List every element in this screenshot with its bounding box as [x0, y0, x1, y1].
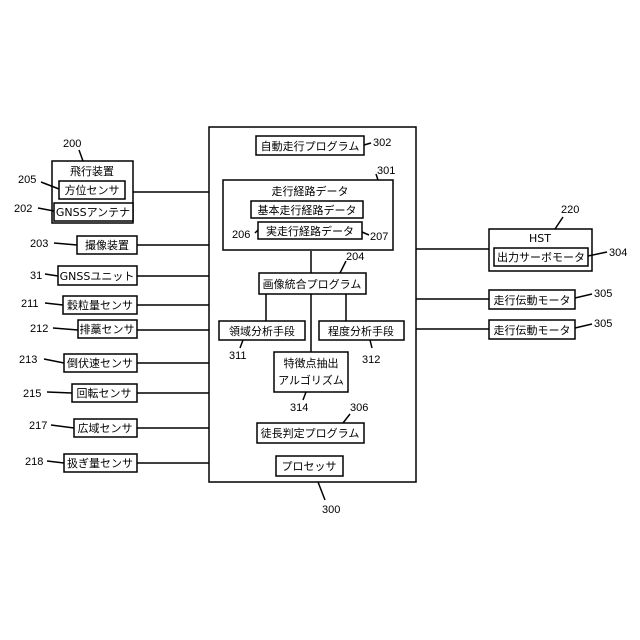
leader-215 — [47, 392, 72, 393]
ref-202: 202 — [14, 203, 32, 215]
ref-215: 215 — [23, 388, 41, 400]
overgrowth-judgment-label: 徒長判定プログラム — [261, 426, 360, 440]
leader-212 — [53, 328, 78, 330]
direction-sensor-label: 方位センサ — [65, 183, 120, 197]
ref-311: 311 — [229, 350, 247, 362]
leader-213 — [44, 359, 64, 363]
rotation-sensor-label: 回転センサ — [77, 387, 132, 400]
ref-305-a: 305 — [594, 288, 612, 300]
image-integration-label: 画像統合プログラム — [263, 277, 362, 291]
ref-206: 206 — [232, 229, 250, 241]
ref-220: 220 — [561, 204, 579, 216]
ref-305-b: 305 — [594, 318, 612, 330]
leader-220 — [555, 217, 563, 229]
ref-207: 207 — [370, 231, 388, 243]
gnss-antenna-label: GNSSアンテナ — [56, 206, 130, 219]
ref-212: 212 — [30, 323, 48, 335]
travel-motor-2-label: 走行伝動モータ — [494, 323, 571, 337]
ref-211: 211 — [21, 298, 39, 310]
leader-200 — [79, 150, 83, 161]
ref-203: 203 — [30, 238, 48, 250]
stalk-sensor-label: 排藁センサ — [80, 322, 135, 336]
leader-203 — [54, 243, 77, 245]
ref-304: 304 — [609, 247, 627, 259]
leader-305-a — [575, 294, 592, 298]
ref-205: 205 — [18, 174, 36, 186]
leader-305-b — [575, 324, 592, 328]
processor-label: プロセッサ — [282, 460, 337, 473]
imaging-device-label: 撮像装置 — [85, 238, 129, 252]
grain-sensor-label: 穀粒量センサ — [67, 298, 133, 312]
pull-amount-sensor-label: 扱ぎ量センサ — [67, 456, 133, 470]
leader-218 — [47, 461, 64, 463]
ref-200: 200 — [63, 138, 81, 150]
ref-204: 204 — [346, 251, 364, 263]
ref-300: 300 — [322, 504, 340, 516]
flight-device-label: 飛行装置 — [70, 165, 114, 178]
leader-31 — [45, 274, 58, 276]
feature-extraction-line2: アルゴリズム — [278, 373, 344, 387]
feature-extraction-line1: 特徴点抽出 — [284, 356, 339, 370]
basic-route-label: 基本走行経路データ — [258, 203, 357, 217]
degree-analysis-label: 程度分析手段 — [328, 324, 394, 338]
leader-300 — [318, 482, 325, 500]
ref-301: 301 — [377, 165, 395, 177]
ref-31: 31 — [30, 270, 42, 282]
lodging-speed-sensor-label: 倒伏速センサ — [67, 356, 133, 370]
ref-306: 306 — [350, 402, 368, 414]
hst-label: HST — [529, 232, 551, 245]
travel-motor-1-label: 走行伝動モータ — [494, 293, 571, 307]
servo-motor-label: 出力サーボモータ — [497, 250, 585, 264]
wide-area-sensor-label: 広域センサ — [78, 422, 133, 435]
ref-302: 302 — [373, 137, 391, 149]
route-data-label: 走行経路データ — [272, 184, 349, 198]
ref-213: 213 — [19, 354, 37, 366]
auto-travel-program-label: 自動走行プログラム — [261, 139, 360, 153]
gnss-unit-label: GNSSユニット — [60, 270, 135, 283]
ref-312: 312 — [362, 354, 380, 366]
ref-217: 217 — [29, 420, 47, 432]
ref-314: 314 — [290, 402, 308, 414]
region-analysis-label: 領域分析手段 — [229, 324, 295, 338]
leader-217 — [51, 425, 74, 428]
actual-route-label: 実走行経路データ — [266, 224, 354, 238]
leader-211 — [45, 303, 63, 305]
ref-218: 218 — [25, 456, 43, 468]
